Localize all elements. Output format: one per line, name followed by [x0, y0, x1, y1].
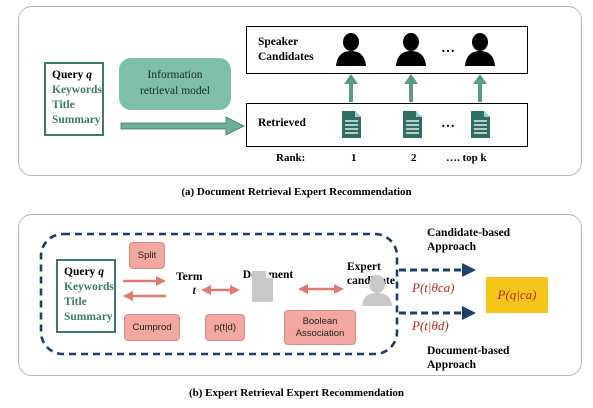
query-title: Query — [64, 266, 99, 278]
person-icon — [465, 33, 495, 66]
up-arrow-1 — [344, 74, 358, 102]
document-expert-arrow — [298, 284, 344, 294]
document-icon — [403, 111, 422, 138]
query-var: q — [98, 266, 104, 278]
p-theta-ca: P(t|θca) — [412, 280, 455, 295]
rank-1: 1 — [351, 152, 357, 164]
document-icon — [342, 111, 361, 138]
panel-a-query-box: Query q Keywords Title Summary — [44, 62, 104, 136]
up-arrow-3 — [473, 74, 487, 102]
split-box: Split — [129, 242, 165, 269]
query-field-summary: Summary — [64, 311, 113, 323]
ir-model-box: Information retrieval model — [119, 58, 231, 110]
ptd-box: p(t|d) — [205, 314, 245, 341]
term-document-arrow — [201, 285, 240, 295]
rank-label: Rank: — [276, 152, 306, 164]
gray-person-icon — [362, 275, 392, 306]
caption-b: (b) Expert Retrieval Expert Recommendati… — [188, 387, 405, 399]
p-theta-d: P(t|θd) — [412, 318, 449, 333]
person-icon — [336, 33, 366, 66]
retrieved-label: Retrieved — [258, 117, 306, 129]
rank-top-k: …. top k — [446, 152, 487, 164]
retrieved-ellipsis: … — [441, 116, 455, 131]
up-arrow-2 — [404, 74, 418, 102]
boolean-association-box: Boolean Association — [284, 310, 356, 345]
result-box: P(q|ca) — [486, 277, 548, 313]
ir-model-line2: retrieval model — [140, 85, 210, 97]
query-field-keywords: Keywords — [64, 281, 114, 293]
query-field-title: Title — [64, 296, 87, 308]
candidate-approach-arrow — [399, 263, 476, 277]
query-var: q — [86, 69, 92, 81]
query-title: Query — [52, 69, 87, 81]
query-to-term-arrow — [123, 276, 166, 286]
rank-2: 2 — [411, 152, 417, 164]
document-approach-label: Document-based Approach — [427, 345, 510, 371]
dashed-region — [39, 232, 399, 356]
cumprod-box: Cumprod — [124, 314, 180, 341]
query-field-keywords: Keywords — [52, 84, 102, 96]
panel-b-query-box: Query q Keywords Title Summary — [56, 259, 116, 333]
gray-document-icon — [252, 271, 273, 302]
ir-model-line1: Information — [147, 69, 203, 81]
query-to-retrieved-arrow — [120, 116, 245, 136]
term-label: Term t — [176, 271, 203, 297]
query-field-title: Title — [52, 99, 75, 111]
term-to-query-arrow — [123, 291, 166, 301]
query-field-summary: Summary — [52, 114, 101, 126]
caption-a: (a) Document Retrieval Expert Recommenda… — [181, 186, 412, 198]
document-icon — [471, 111, 490, 138]
speaker-ellipsis: … — [441, 41, 455, 56]
person-icon — [396, 33, 426, 66]
candidate-approach-label: Candidate-based Approach — [427, 227, 511, 253]
speaker-candidates-label: Speaker Candidates — [258, 36, 314, 63]
document-approach-arrow — [399, 306, 476, 320]
